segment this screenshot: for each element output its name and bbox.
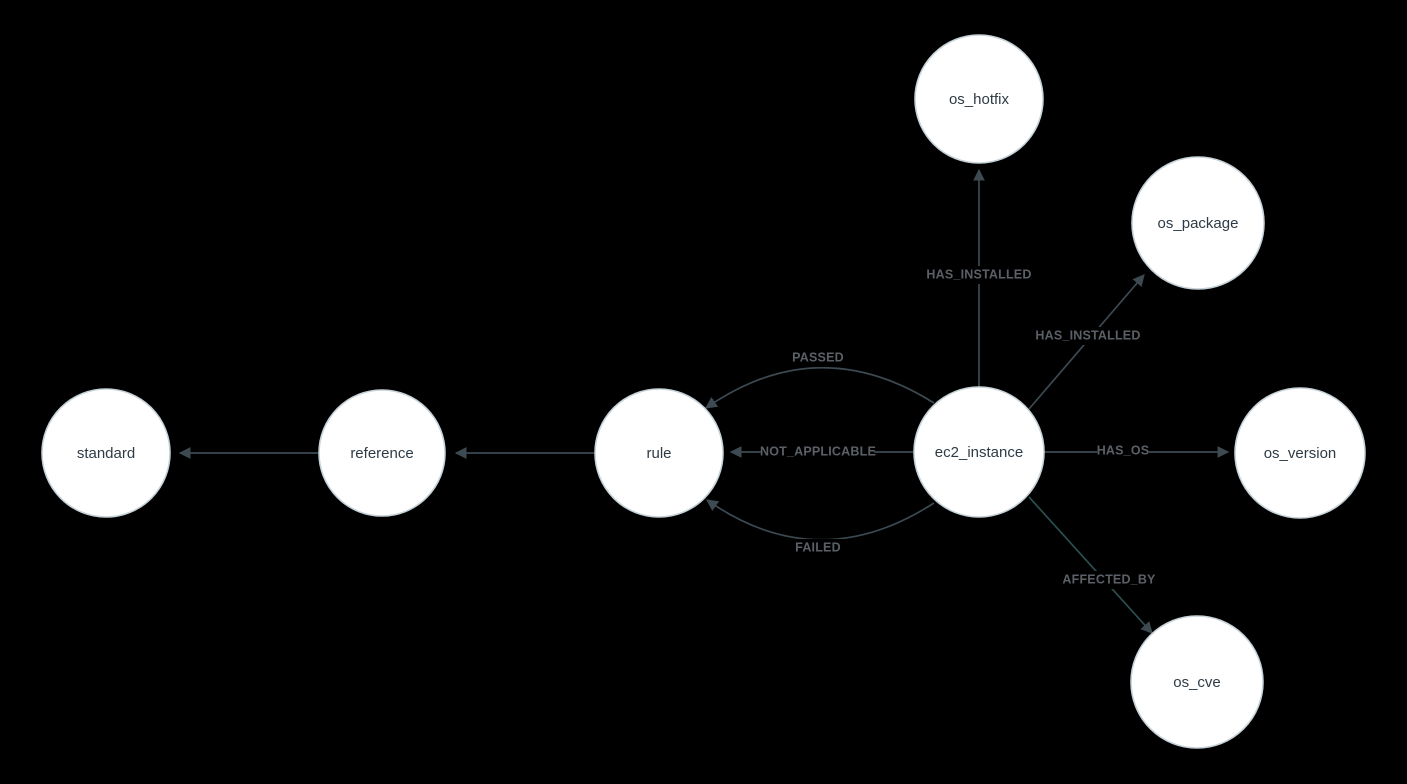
node-os_package[interactable]: os_package xyxy=(1131,156,1265,290)
node-os_version[interactable]: os_version xyxy=(1234,387,1366,519)
edge-label-backdrop xyxy=(792,349,844,367)
node-circle-standard[interactable] xyxy=(41,388,171,518)
edge-label-backdrop xyxy=(926,266,1032,284)
node-circle-os_package[interactable] xyxy=(1131,156,1265,290)
nodes-layer: standard reference rule ec2_instance os_hotf… xyxy=(41,34,1366,749)
node-standard[interactable]: standard xyxy=(41,388,171,518)
edge-ec2_instance-os_cve xyxy=(1028,496,1153,634)
node-circle-ec2_instance[interactable] xyxy=(913,386,1045,518)
edge-label-backdrop xyxy=(1035,327,1141,345)
node-circle-rule[interactable] xyxy=(594,388,724,518)
node-rule[interactable]: rule xyxy=(594,388,724,518)
edge-label-backdrop xyxy=(792,539,844,557)
node-reference[interactable]: reference xyxy=(318,389,446,517)
node-circle-os_version[interactable] xyxy=(1234,387,1366,519)
node-circle-reference[interactable] xyxy=(318,389,446,517)
node-circle-os_cve[interactable] xyxy=(1130,615,1264,749)
node-os_cve[interactable]: os_cve xyxy=(1130,615,1264,749)
edge-ec2_instance-rule-passed xyxy=(705,366,935,409)
node-circle-os_hotfix[interactable] xyxy=(914,34,1044,164)
node-os_hotfix[interactable]: os_hotfix xyxy=(914,34,1044,164)
edge-label-backdrop xyxy=(1064,571,1154,589)
edge-label-backdrop xyxy=(1097,442,1149,460)
node-ec2_instance[interactable]: ec2_instance xyxy=(913,386,1045,518)
edge-label-backdrop xyxy=(761,443,875,461)
